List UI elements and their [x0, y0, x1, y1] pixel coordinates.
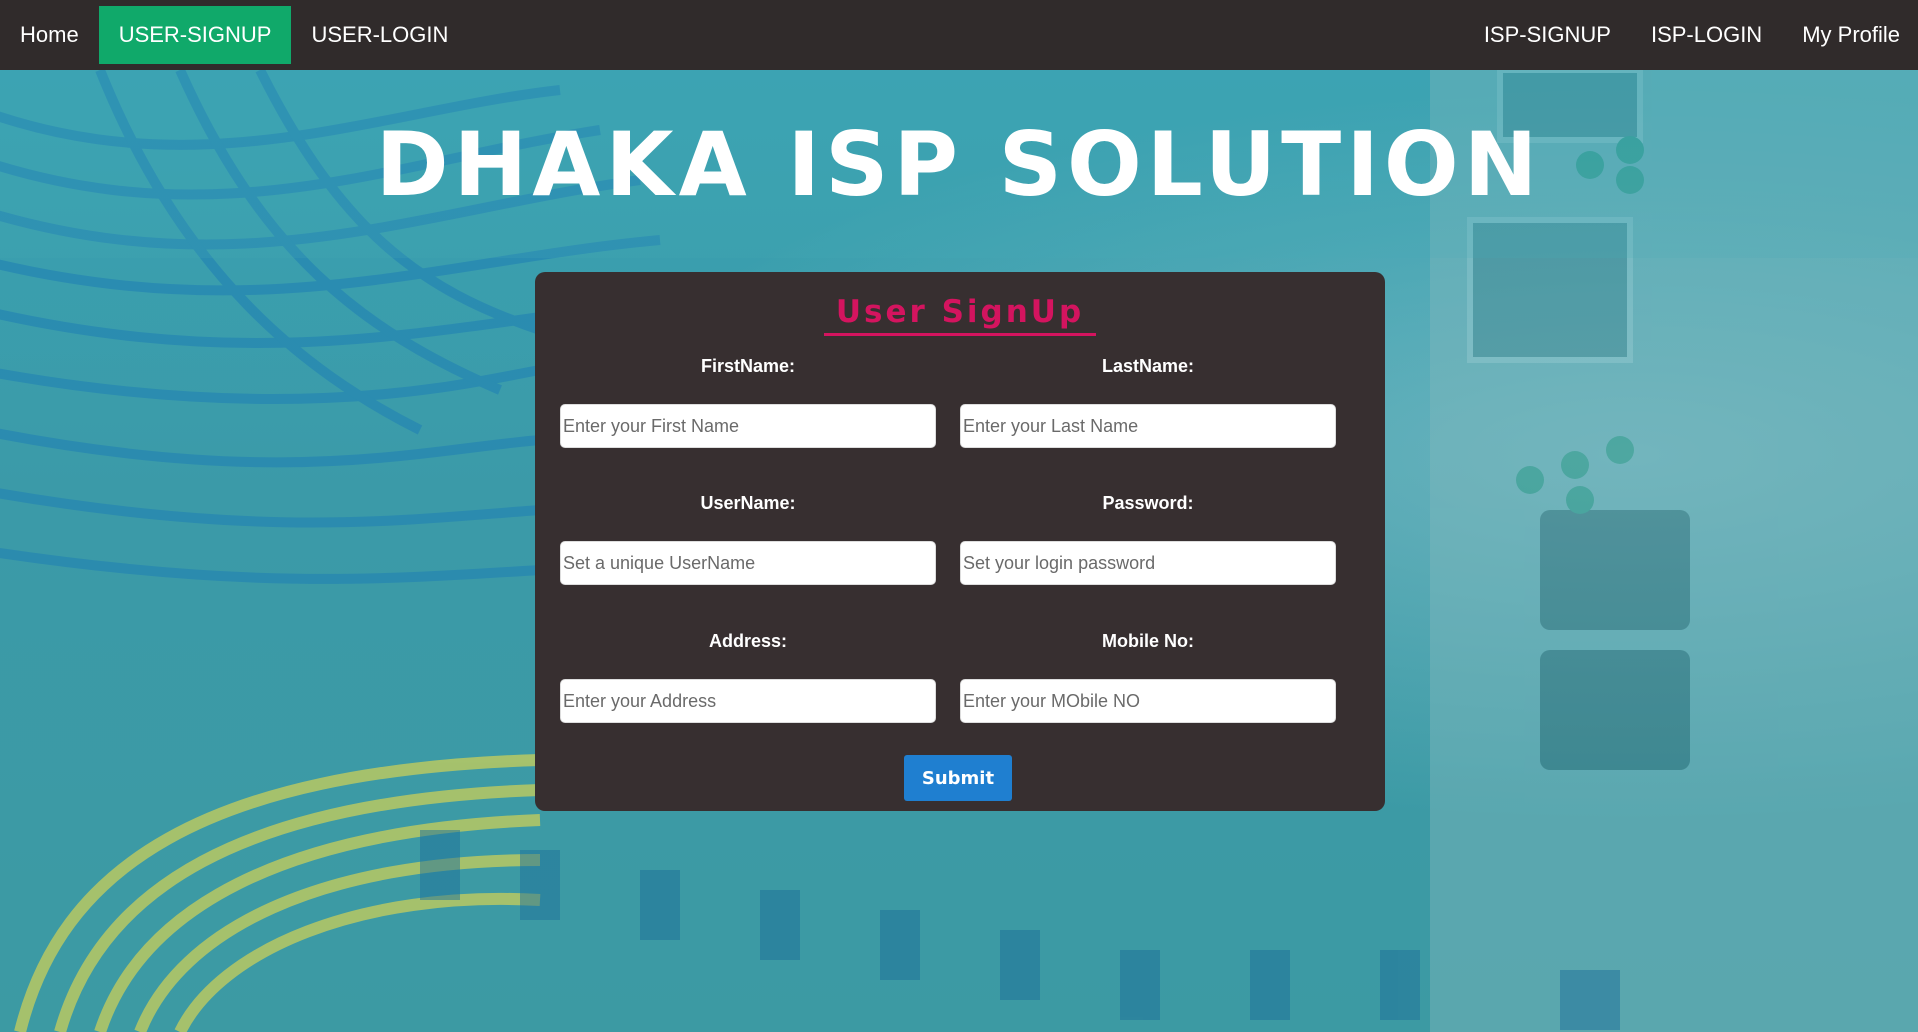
last-name-input[interactable] — [960, 404, 1336, 448]
mobile-input[interactable] — [960, 679, 1336, 723]
form-title-text: User SignUp — [823, 294, 1097, 336]
nav-left-group: Home USER-SIGNUP USER-LOGIN — [0, 0, 468, 70]
background-image — [0, 70, 1918, 1032]
nav-user-login-link[interactable]: USER-LOGIN — [311, 22, 449, 47]
nav-isp-signup-link[interactable]: ISP-SIGNUP — [1483, 22, 1611, 47]
top-navbar: Home USER-SIGNUP USER-LOGIN ISP-SIGNUP I… — [0, 0, 1918, 70]
hero-title: DHAKA ISP SOLUTION — [375, 113, 1543, 216]
nav-home-link[interactable]: Home — [20, 22, 79, 47]
user-signup-form: User SignUp FirstName: LastName: UserNam… — [535, 272, 1385, 811]
first-name-label: FirstName: — [700, 356, 796, 376]
hero-banner-overlay — [0, 70, 1918, 258]
password-label: Password: — [1102, 493, 1194, 513]
nav-user-signup-link[interactable]: USER-SIGNUP — [98, 6, 292, 64]
nav-isp-login-link[interactable]: ISP-LOGIN — [1650, 22, 1763, 47]
username-label: UserName: — [700, 493, 796, 513]
last-name-label: LastName: — [1101, 356, 1195, 376]
mobile-label: Mobile No: — [1102, 631, 1194, 651]
form-title: User SignUp — [535, 294, 1385, 336]
first-name-input[interactable] — [560, 404, 936, 448]
address-input[interactable] — [560, 679, 936, 723]
nav-my-profile-link[interactable]: My Profile — [1802, 22, 1900, 47]
submit-button[interactable]: Submit — [904, 755, 1012, 801]
nav-right-group: ISP-SIGNUP ISP-LOGIN My Profile — [1464, 0, 1918, 70]
password-input[interactable] — [960, 541, 1336, 585]
address-label: Address: — [708, 631, 788, 651]
network-cables-illustration — [0, 70, 1918, 1032]
username-input[interactable] — [560, 541, 936, 585]
